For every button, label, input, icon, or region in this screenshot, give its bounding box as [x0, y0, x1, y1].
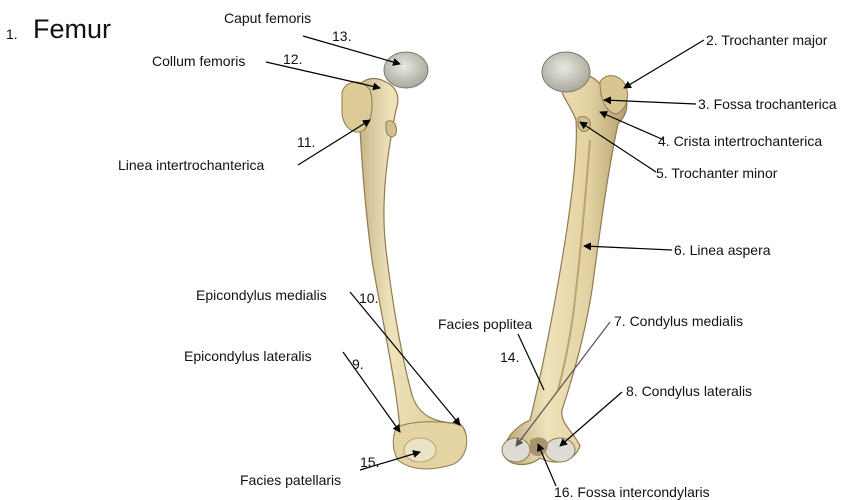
leader-lines [266, 36, 704, 486]
femur-posterior-view [502, 52, 628, 465]
label-facies-poplitea: Facies poplitea [438, 316, 532, 332]
label-epicondylus-medialis: Epicondylus medialis [196, 287, 327, 303]
label-facies-patellaris: Facies patellaris [240, 472, 341, 488]
posterior-lateral-condyle [545, 438, 575, 462]
label-intertroch-number: 11. [297, 134, 315, 150]
label-caput-number: 13. [332, 28, 351, 44]
label-epicondylus-lateralis: Epicondylus lateralis [184, 348, 312, 364]
label-epi-medialis-number: 10. [359, 290, 378, 306]
anterior-femoral-head [384, 52, 428, 88]
anterior-femur-shaft [350, 79, 467, 468]
leader-troch-major [624, 40, 704, 88]
label-facies-poplitea-number: 14. [500, 349, 519, 365]
label-fossa-trochanterica: 3. Fossa trochanterica [698, 96, 837, 112]
leader-facies-poplitea [518, 334, 544, 390]
label-epi-lateralis-number: 9. [352, 356, 364, 372]
label-trochanter-minor: 5. Trochanter minor [656, 165, 777, 181]
label-fossa-intercondylaris: 16. Fossa intercondylaris [554, 484, 710, 500]
leader-caput [303, 36, 400, 64]
label-condylus-lateralis: 8. Condylus lateralis [626, 383, 752, 399]
label-trochanter-major: 2. Trochanter major [706, 32, 827, 48]
anterior-greater-trochanter [342, 82, 372, 132]
posterior-lesser-trochanter [578, 116, 590, 131]
label-collum-femoris: Collum femoris [152, 53, 245, 69]
posterior-femoral-head [542, 52, 590, 92]
leader-cond-lateralis [560, 392, 622, 446]
label-linea-intertrochanterica: Linea intertrochanterica [118, 157, 264, 173]
femur-anterior-view [342, 52, 467, 469]
anterior-patellar-surface [404, 438, 436, 462]
label-collum-number: 12. [283, 51, 302, 67]
label-caput-femoris: Caput femoris [224, 10, 311, 26]
label-linea-aspera: 6. Linea aspera [674, 242, 771, 258]
label-condylus-medialis: 7. Condylus medialis [614, 313, 743, 329]
posterior-femur-shaft [504, 74, 627, 465]
posterior-medial-condyle [502, 438, 530, 462]
label-facies-patellaris-number: 15. [360, 454, 379, 470]
label-crista-intertrochanterica: 4. Crista intertrochanterica [658, 133, 822, 149]
anterior-lesser-trochanter [386, 121, 396, 137]
